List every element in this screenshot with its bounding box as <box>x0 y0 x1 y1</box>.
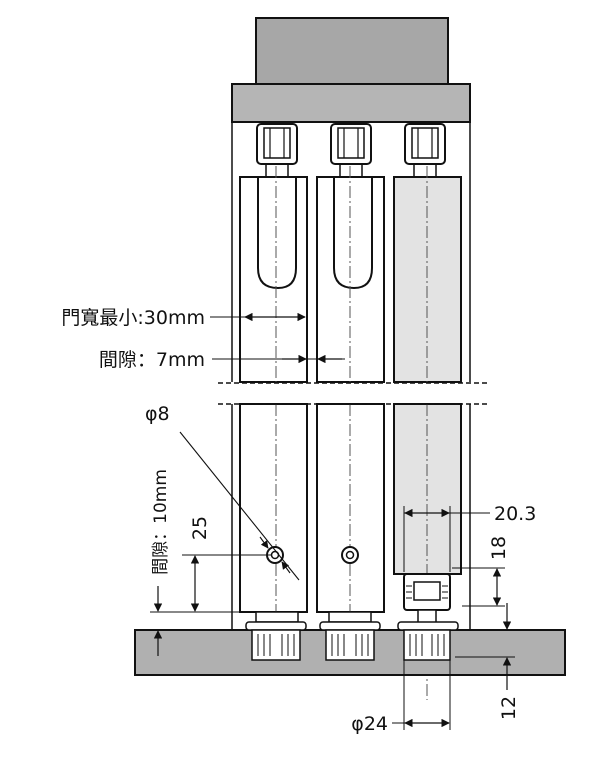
leader-hole-diameter <box>179 431 300 581</box>
top-rail <box>231 83 471 123</box>
bottom-guide-1 <box>245 611 307 661</box>
top-hanger-1 <box>256 123 298 177</box>
label-25: 25 <box>189 516 211 540</box>
arrow-hole-in <box>259 536 269 549</box>
arrow-hole-out <box>281 561 291 574</box>
label-roller-diameter: φ24 <box>351 713 388 735</box>
label-20-3: 20.3 <box>494 503 536 525</box>
guide-slot-2 <box>333 177 373 290</box>
dim-roller-diameter <box>392 660 451 730</box>
top-hanger-3 <box>404 123 446 177</box>
label-door-gap: 間隙：7mm <box>99 349 205 371</box>
bottom-roller-3 <box>397 573 459 661</box>
center-lines <box>275 166 428 700</box>
label-hole-diameter: φ8 <box>145 403 170 425</box>
bottom-guide-2 <box>319 611 381 661</box>
door-panel-1-lower <box>239 403 308 613</box>
dim-18 <box>452 567 505 607</box>
dim-12 <box>455 603 515 690</box>
top-block <box>255 17 449 85</box>
dim-bottom-gap <box>150 586 240 656</box>
dim-20-3 <box>403 506 490 572</box>
label-18: 18 <box>488 536 510 560</box>
mounting-hole-2 <box>341 546 359 564</box>
top-hanger-2 <box>330 123 372 177</box>
label-12: 12 <box>498 696 520 720</box>
label-bottom-gap: 間隙：10mm <box>151 469 171 575</box>
label-door-width: 門寬最小:30mm <box>61 307 205 329</box>
guide-slot-1 <box>257 177 297 290</box>
